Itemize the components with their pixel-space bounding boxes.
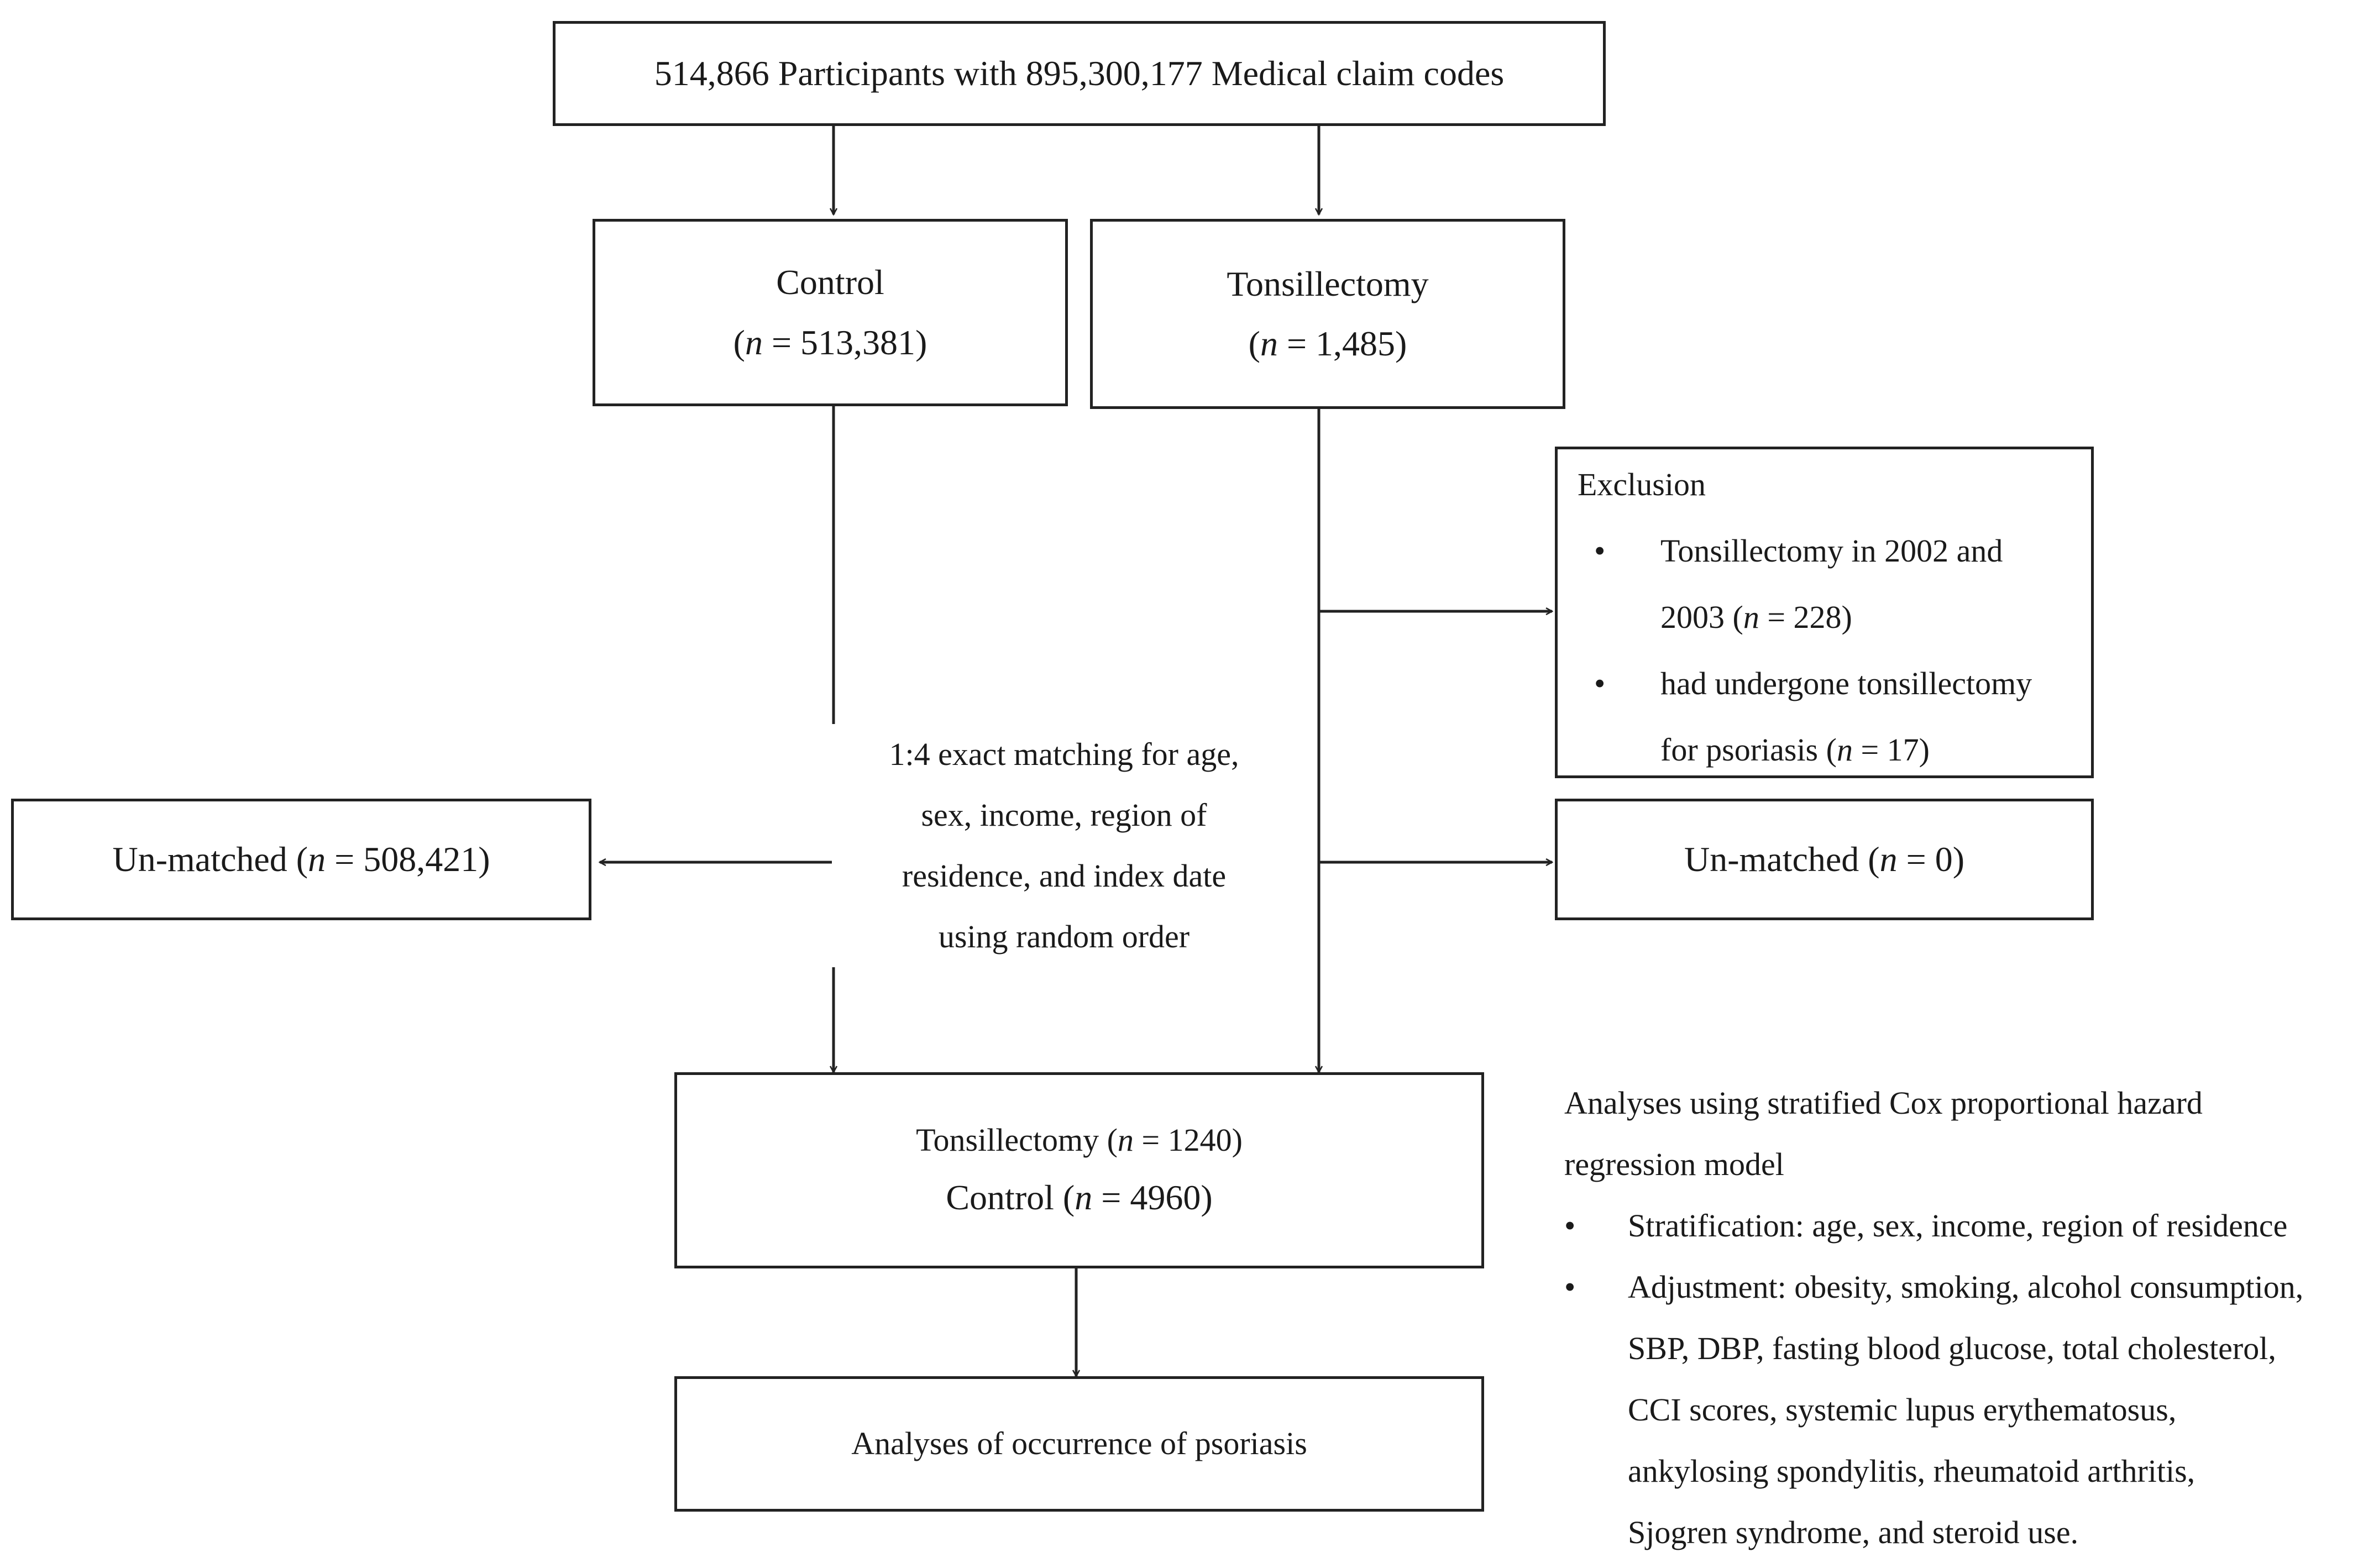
control-box: Control (n = 513,381) [593,219,1068,406]
exclusion-list: • Tonsillectomy in 2002 and 2003 (n = 22… [1578,518,2091,783]
tonsillectomy-box: Tonsillectomy (n = 1,485) [1090,219,1565,409]
unmatched-left-text: Un-matched (n = 508,421) [112,839,490,879]
exclusion-item: • Tonsillectomy in 2002 and 2003 (n = 22… [1578,518,2091,651]
bullet-icon: • [1594,533,1606,569]
n-symbol: n [745,322,763,362]
analysis-note: Analyses using stratified Cox proportion… [1564,1072,2349,1563]
bullet-icon: • [1564,1269,1576,1305]
unmatched-right-box: Un-matched (n = 0) [1555,799,2094,920]
matching-note-line: residence, and index date [902,858,1227,894]
participants-box: 514,866 Participants with 895,300,177 Me… [553,21,1606,126]
control-count: (n = 513,381) [733,322,928,362]
exclusion-item: • had undergone tonsillectomy for psoria… [1578,651,2091,783]
bullet-icon: • [1564,1208,1576,1244]
analysis-bullets: • Stratification: age, sex, income, regi… [1564,1195,2349,1563]
n-symbol: n [1836,732,1853,768]
unmatched-right-text: Un-matched (n = 0) [1684,839,1965,879]
control-title: Control [776,263,884,302]
n-symbol: n [308,839,326,879]
matched-control-line: Control (n = 4960) [946,1178,1213,1218]
analysis-bullet-item: • Stratification: age, sex, income, regi… [1564,1195,2349,1256]
matched-tonsillectomy-line: Tonsillectomy (n = 1240) [916,1122,1243,1158]
matching-note-line: using random order [938,919,1190,955]
n-symbol: n [1075,1178,1093,1218]
matching-note-line: 1:4 exact matching for age, [889,736,1239,772]
matched-cohort-box: Tonsillectomy (n = 1240) Control (n = 49… [674,1072,1484,1268]
matching-note: 1:4 exact matching for age, sex, income,… [832,724,1296,967]
analysis-bullet-item: • Adjustment: obesity, smoking, alcohol … [1564,1256,2349,1563]
exclusion-title: Exclusion [1578,466,1706,502]
n-symbol: n [1260,324,1278,363]
tonsillectomy-count: (n = 1,485) [1248,324,1407,363]
exclusion-box: Exclusion • Tonsillectomy in 2002 and 20… [1555,447,2094,778]
n-symbol: n [1117,1122,1134,1158]
outcome-box: Analyses of occurrence of psoriasis [674,1376,1484,1512]
analysis-note-line: regression model [1564,1146,1784,1182]
outcome-text: Analyses of occurrence of psoriasis [851,1425,1307,1462]
tonsillectomy-title: Tonsillectomy [1227,264,1429,303]
unmatched-left-box: Un-matched (n = 508,421) [11,799,591,920]
analysis-note-line: Analyses using stratified Cox proportion… [1564,1085,2203,1121]
n-symbol: n [1743,599,1759,635]
participants-text: 514,866 Participants with 895,300,177 Me… [654,53,1505,93]
n-symbol: n [1879,839,1898,879]
bullet-icon: • [1594,665,1606,701]
matching-note-line: sex, income, region of [921,797,1207,833]
